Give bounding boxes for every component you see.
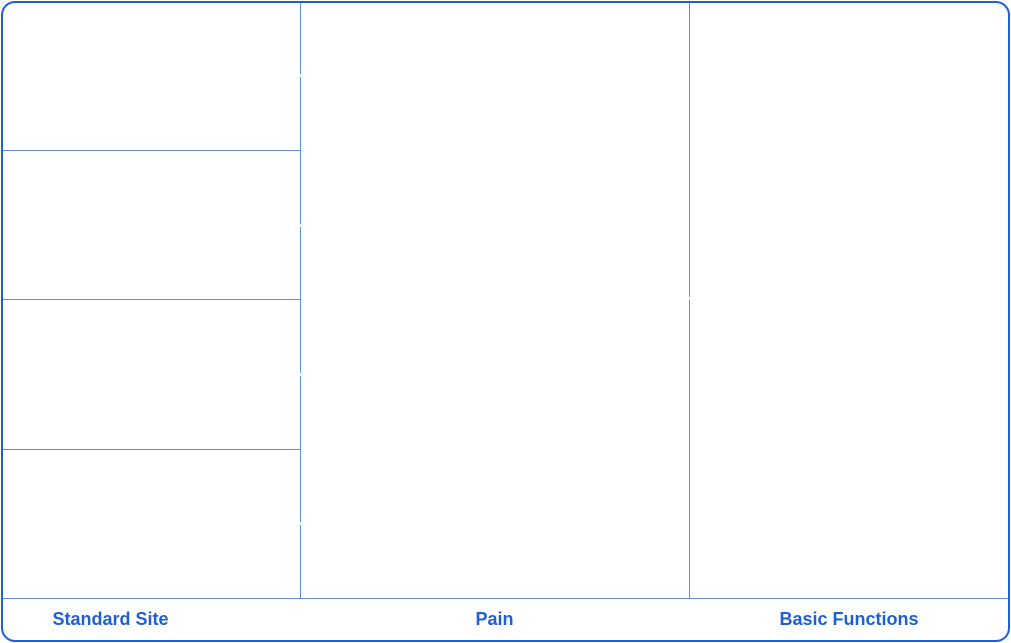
divider-middle-right xyxy=(689,3,690,599)
column-label-pain: Pain xyxy=(475,609,514,629)
divider-gap xyxy=(300,522,301,525)
divider-gap xyxy=(300,373,301,376)
divider-gap xyxy=(300,74,301,77)
left-row-separator-3 xyxy=(3,449,300,450)
column-label-standard-site: Standard Site xyxy=(52,609,169,629)
divider-gap xyxy=(689,297,690,300)
left-row-separator-2 xyxy=(3,299,300,300)
divider-left-middle xyxy=(300,3,301,599)
footer-separator xyxy=(3,598,1008,599)
left-row-separator-1 xyxy=(3,150,300,151)
divider-gap xyxy=(300,224,301,227)
column-label-basic-functions: Basic Functions xyxy=(779,609,919,629)
